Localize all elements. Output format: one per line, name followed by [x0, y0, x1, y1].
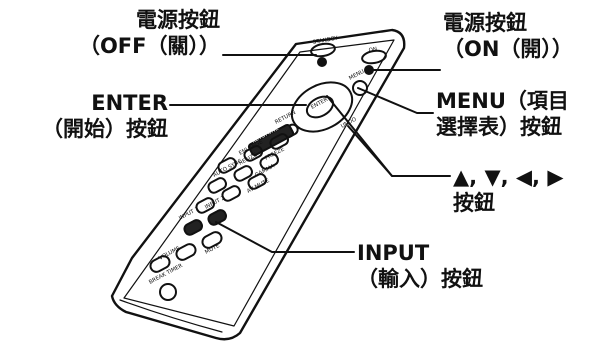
input-1-button-shape [183, 219, 204, 236]
leader-line-arrows-a [326, 95, 451, 177]
standby-button-text: STANDBY [312, 36, 339, 46]
break-timer-button-shape [159, 283, 177, 301]
label-power-on-line1: 電源按鈕 [443, 11, 527, 35]
function-button [195, 197, 216, 214]
on-button-shape [361, 49, 387, 65]
label-arrows-line1: ▲, ▼, ◀, ▶ [453, 165, 564, 189]
function-button [259, 153, 280, 170]
function-button [221, 185, 242, 202]
label-arrows: ▲, ▼, ◀, ▶ 按鈕 [453, 164, 563, 216]
function-button [247, 173, 268, 190]
leader-line-menu [357, 87, 434, 114]
menu-button-shape [352, 80, 368, 96]
label-input-line1: INPUT [357, 241, 430, 265]
leader-line-input [215, 221, 355, 253]
function-button [207, 177, 228, 194]
label-power-off-line1: 電源按鈕 [136, 8, 220, 32]
mute-button-text: MUTE [204, 243, 221, 256]
label-power-off: 電源按鈕 （OFF（關）） [60, 7, 220, 59]
leader-line-arrows-b [347, 125, 393, 177]
label-power-on: 電源按鈕 （ON（開）） [443, 10, 573, 62]
volume-minus-shape [149, 255, 171, 273]
menu-button-text: MENU [348, 69, 365, 82]
label-enter: ENTER （開始）按鈕 [2, 90, 168, 142]
enter-button-shape [305, 95, 335, 119]
label-input-line2: （輸入）按鈕 [357, 267, 483, 291]
break-timer-button-text: BREAK TIMER [148, 263, 184, 286]
label-menu-line2: 選擇表）按鈕 [436, 115, 562, 139]
standby-button-shape [310, 42, 336, 58]
remote-bottom-ridge [119, 299, 223, 333]
dpad-ring [290, 81, 354, 133]
function-button [243, 145, 264, 162]
remote-body-inner-edge [123, 39, 395, 327]
label-input: INPUT （輸入）按鈕 [357, 240, 483, 292]
volume-plus-shape [175, 243, 197, 261]
label-menu-line1: MENU（項目 [436, 89, 569, 113]
enter-button-text: ENTER [310, 97, 329, 111]
label-power-on-line2: （ON（開）） [443, 37, 573, 61]
function-button [217, 157, 238, 174]
label-menu: MENU（項目 選擇表）按鈕 [436, 88, 569, 140]
on-button-text: ON [368, 47, 377, 54]
mute-button-shape [201, 231, 223, 249]
power-off-dot [317, 57, 327, 67]
function-button [269, 133, 290, 150]
label-enter-line1: ENTER [91, 91, 168, 115]
label-power-off-line2: （OFF（關）） [78, 34, 220, 58]
remote-body-outline [110, 28, 406, 341]
label-arrows-line2: 按鈕 [453, 191, 495, 215]
function-button [233, 165, 254, 182]
label-enter-line2: （開始）按鈕 [42, 117, 168, 141]
input-2-button-shape [207, 209, 228, 226]
